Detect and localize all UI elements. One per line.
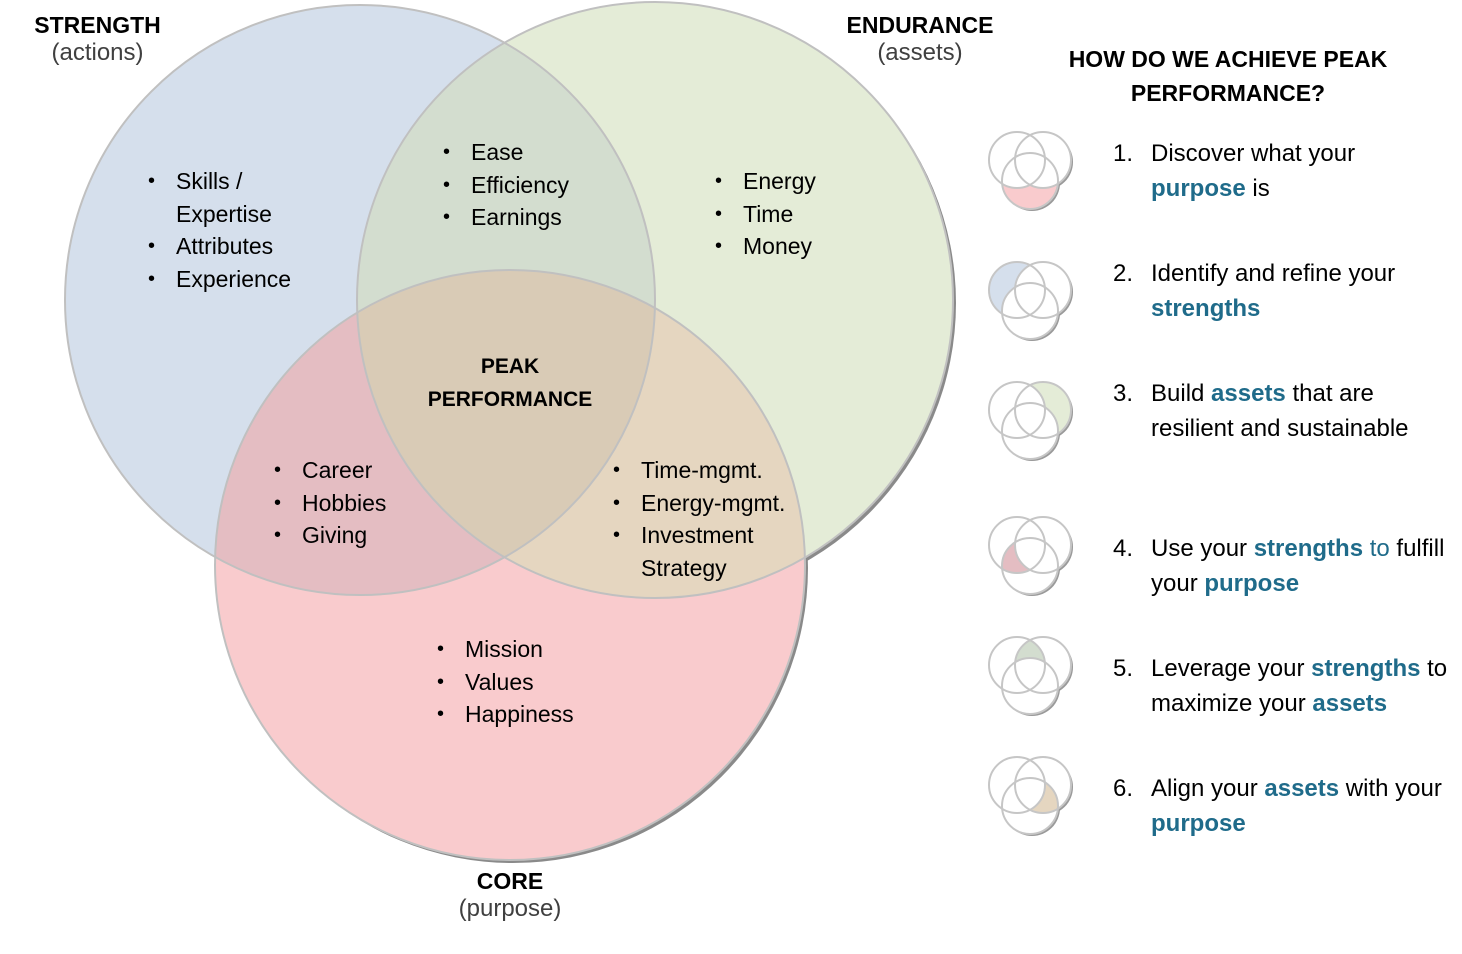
endurance-title: ENDURANCE (846, 12, 994, 38)
step-text-part: that are resilient and sustainable (1151, 380, 1409, 442)
step-text: Leverage your strengths to maximize your… (1151, 651, 1451, 721)
core-outline (214, 269, 806, 861)
list-item: Values (437, 666, 637, 699)
step-number: 3. (1113, 380, 1134, 407)
strength-title: STRENGTH (34, 12, 161, 38)
step-text-part: is (1245, 175, 1270, 202)
list-item: Earnings (443, 201, 643, 234)
step-text-part: Discover what your (1151, 140, 1356, 167)
highlighted-keyword: strengths (1151, 295, 1261, 322)
highlighted-keyword: assets (1211, 380, 1286, 407)
step-item: 1. Discover what your purpose is (985, 127, 1455, 227)
step-item: 2. Identify and refine your strengths (985, 257, 1455, 357)
center-label-line1: PEAK (480, 355, 540, 378)
step-text: Use your strengths to fulfill your purpo… (1151, 531, 1451, 601)
list-item: Attributes (148, 230, 308, 263)
side-panel-title: HOW DO WE ACHIEVE PEAK PERFORMANCE? (1040, 42, 1416, 110)
step-number: 4. (1113, 535, 1134, 562)
list-item: Hobbies (274, 487, 454, 520)
highlighted-keyword: strengths (1253, 535, 1364, 562)
mini-venn-icon (988, 516, 1073, 596)
mini-venn-icon (988, 131, 1073, 211)
list-item: Energy (715, 165, 915, 198)
list-item: Happiness (437, 698, 637, 731)
list-item: Career (274, 454, 454, 487)
highlighted-keyword: strengths (1311, 655, 1421, 682)
step-text-part: Build (1151, 380, 1212, 407)
list-item: Skills / Expertise (148, 165, 308, 230)
step-number: 2. (1113, 260, 1134, 287)
highlighted-region (1015, 637, 1045, 693)
endurance-core-items: Time-mgmt. Energy-mgmt. Investment Strat… (613, 454, 788, 584)
step-item: 4. Use your strengths to fulfill your pur… (985, 512, 1455, 612)
list-item: Experience (148, 263, 308, 296)
strength-core-items: Career Hobbies Giving (274, 454, 454, 552)
mini-venn-icon (988, 756, 1073, 836)
list-item: Money (715, 230, 915, 263)
step-text-part: to maximize your (1151, 655, 1448, 717)
step-item: 5. Leverage your strengths to maximize yo… (985, 632, 1455, 732)
step-text: Build assets that are resilient and sust… (1151, 376, 1451, 446)
list-item: Time-mgmt. (613, 454, 788, 487)
list-item: Investment Strategy (613, 519, 788, 584)
highlighted-keyword: to (1363, 535, 1390, 562)
step-text-part: Identify and refine your (1151, 260, 1396, 287)
endurance-label: ENDURANCE (assets) (835, 12, 1005, 67)
strength-endurance-items: Ease Efficiency Earnings (443, 136, 643, 234)
strength-items: Skills / Expertise Attributes Experience (148, 165, 308, 295)
step-number: 6. (1113, 775, 1134, 802)
side-title-line1: HOW DO WE ACHIEVE PEAK (1068, 46, 1388, 72)
step-number: 5. (1113, 655, 1134, 682)
endurance-subtitle: (assets) (877, 39, 963, 66)
highlighted-keyword: purpose (1151, 175, 1246, 202)
core-title: CORE (476, 868, 544, 894)
core-items: Mission Values Happiness (437, 633, 637, 731)
list-item: Time (715, 198, 915, 231)
mini-venn-icon (988, 381, 1073, 461)
step-text-part: fulfill your (1151, 535, 1445, 597)
center-label: PEAK PERFORMANCE (400, 350, 620, 416)
step-item: 3. Build assets that are resilient and su… (985, 377, 1455, 477)
center-label-line2: PERFORMANCE (427, 388, 593, 411)
highlighted-keyword: purpose (1204, 570, 1300, 597)
side-title-line2: PERFORMANCE? (1130, 80, 1326, 106)
mini-venn-icon (988, 636, 1073, 716)
highlighted-keyword: purpose (1151, 810, 1246, 837)
step-number: 1. (1113, 140, 1134, 167)
endurance-items: Energy Time Money (715, 165, 915, 263)
list-item: Ease (443, 136, 643, 169)
strength-outline (64, 4, 656, 596)
strength-subtitle: (actions) (51, 39, 144, 66)
list-item: Giving (274, 519, 454, 552)
list-item: Energy-mgmt. (613, 487, 788, 520)
endurance-outline (356, 1, 954, 599)
core-label: CORE (purpose) (430, 868, 590, 923)
step-text: Align your assets with your purpose (1151, 771, 1451, 841)
list-item: Mission (437, 633, 637, 666)
list-item: Efficiency (443, 169, 643, 202)
highlighted-keyword: assets (1264, 775, 1340, 802)
strength-label: STRENGTH (actions) (20, 12, 175, 67)
step-text-part: Use your (1151, 535, 1254, 562)
highlighted-keyword: assets (1312, 690, 1388, 717)
step-text-part: Align your (1151, 775, 1265, 802)
step-text-part: with your (1339, 775, 1442, 802)
step-text-part: Leverage your (1151, 655, 1312, 682)
step-item: 6. Align your assets with your purpose (985, 752, 1455, 852)
step-text: Identify and refine your strengths (1151, 256, 1451, 326)
step-text: Discover what your purpose is (1151, 136, 1451, 206)
mini-venn-icon (988, 261, 1073, 341)
core-subtitle: (purpose) (458, 895, 562, 922)
